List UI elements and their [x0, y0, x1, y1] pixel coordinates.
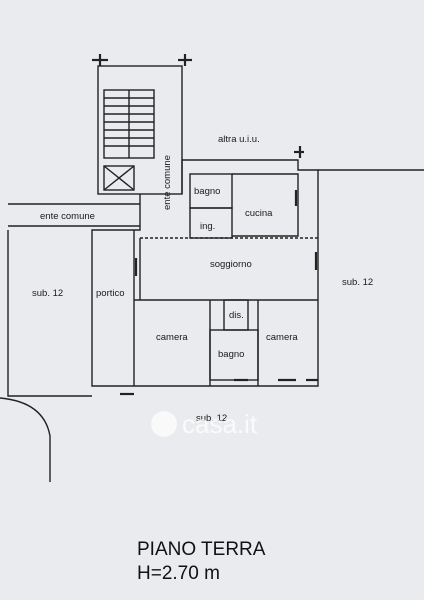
walls [0, 65, 424, 482]
watermark-text: casa.it [182, 409, 258, 439]
lift-box [103, 165, 135, 191]
label-ing: ing. [200, 221, 215, 232]
apartment-outline [91, 159, 319, 387]
label-camera-right: camera [266, 332, 298, 343]
label-bagno-top: bagno [194, 186, 220, 197]
watermark-logo-icon [151, 411, 177, 437]
label-sub12-bottom: sub. 12 [196, 413, 227, 424]
label-sub12-left: sub. 12 [32, 288, 63, 299]
label-camera-left: camera [156, 332, 188, 343]
label-portico: portico [96, 288, 125, 299]
plan-footer: PIANO TERRA H=2.70 m [137, 538, 265, 586]
label-ente-comune-left: ente comune [40, 211, 95, 222]
label-altra-uiu: altra u.i.u. [218, 134, 260, 145]
label-soggiorno: soggiorno [210, 259, 252, 270]
label-ente-comune-vertical: ente comune [162, 155, 173, 210]
openings [92, 54, 318, 396]
label-bagno-bottom: bagno [218, 349, 244, 360]
watermark: casa.it [151, 409, 258, 439]
label-cucina: cucina [245, 208, 273, 219]
label-dis: dis. [229, 310, 244, 321]
floor-height: H=2.70 m [137, 563, 220, 584]
floor-title: PIANO TERRA [137, 539, 266, 560]
label-sub12-right: sub. 12 [342, 277, 373, 288]
